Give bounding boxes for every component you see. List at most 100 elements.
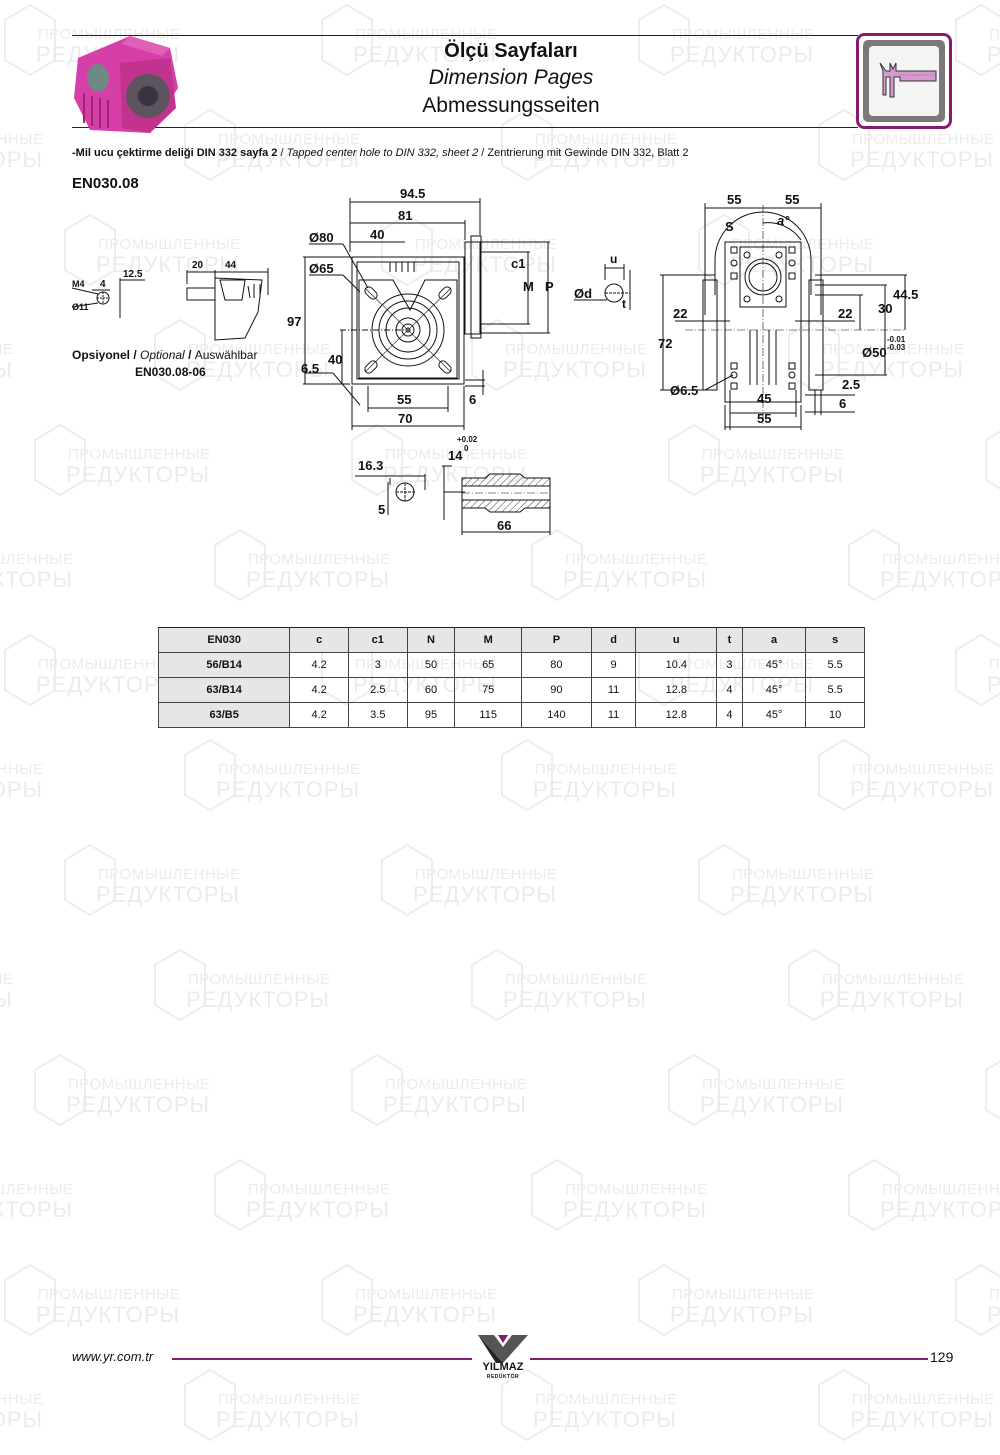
table-cell: 3 xyxy=(347,652,408,678)
svg-text:14: 14 xyxy=(448,448,463,463)
svg-text:+0.02: +0.02 xyxy=(457,435,478,444)
svg-text:22: 22 xyxy=(673,306,687,321)
model-code: EN030.08 xyxy=(72,175,139,192)
table-cell: 10.4 xyxy=(635,652,718,678)
table-cell: 12.8 xyxy=(635,702,718,728)
table-cell: 4 xyxy=(716,702,743,728)
table-cell: 4.2 xyxy=(289,702,349,728)
svg-text:81: 81 xyxy=(398,208,412,223)
column-header: c xyxy=(289,627,349,653)
svg-text:t: t xyxy=(622,297,626,311)
table-cell: 4.2 xyxy=(289,677,349,703)
column-header: M xyxy=(454,627,523,653)
column-header: EN030 xyxy=(157,627,291,653)
table-cell: 45° xyxy=(741,702,807,728)
svg-text:Ø65: Ø65 xyxy=(309,261,334,276)
row-header: 63/B14 xyxy=(157,677,291,703)
optional-code: EN030.08-06 xyxy=(135,365,206,379)
table-cell: 11 xyxy=(590,702,637,728)
note-de: Zentrierung mit Gewinde DIN 332, Blatt 2 xyxy=(487,147,689,159)
column-header: a xyxy=(741,627,807,653)
brand-subtitle: REDÜKTÖR xyxy=(486,1374,520,1380)
table-row: 63/B5 4.2 3.5 95 115 140 11 12.8 4 45° 1… xyxy=(157,702,865,728)
svg-text:M4: M4 xyxy=(72,279,85,289)
table-row: 56/B14 4.2 3 50 65 80 9 10.4 3 45° 5.5 xyxy=(157,652,865,678)
table-cell: 9 xyxy=(590,652,637,678)
table-cell: 80 xyxy=(521,652,592,678)
table-cell: 4 xyxy=(716,677,743,703)
note-separator: / xyxy=(478,147,488,159)
svg-text:Ød: Ød xyxy=(574,286,592,301)
website-link[interactable]: www.yr.com.tr xyxy=(72,1349,154,1364)
svg-text:Ø80: Ø80 xyxy=(309,230,334,245)
page-title-tr: Ölçü Sayfaları xyxy=(444,40,578,62)
svg-text:Ø50: Ø50 xyxy=(862,345,887,360)
column-header: s xyxy=(805,627,865,653)
table-cell: 3.5 xyxy=(347,702,408,728)
svg-text:4: 4 xyxy=(100,279,106,290)
svg-text:55: 55 xyxy=(397,392,411,407)
optional-label: Opsiyonel / Optional / Auswählbar xyxy=(72,348,257,362)
svg-text:97: 97 xyxy=(287,314,301,329)
table-cell: 5.5 xyxy=(805,652,865,678)
svg-text:M: M xyxy=(523,279,534,294)
svg-text:44.5: 44.5 xyxy=(893,287,918,302)
svg-text:40: 40 xyxy=(328,352,342,367)
table-cell: 45° xyxy=(741,677,807,703)
table-cell: 10 xyxy=(805,702,865,728)
svg-text:2.5: 2.5 xyxy=(842,377,860,392)
separator: / xyxy=(184,348,195,362)
table-cell: 95 xyxy=(406,702,456,728)
brand-name: YILMAZ xyxy=(482,1361,524,1373)
caliper-icon xyxy=(856,33,952,129)
svg-text:6.5: 6.5 xyxy=(301,361,319,376)
svg-text:20: 20 xyxy=(192,260,204,271)
svg-text:c1: c1 xyxy=(511,256,525,271)
table-cell: 60 xyxy=(406,677,456,703)
front-view-drawing: 94.5 81 40 Ø80 Ø65 97 40 6.5 55 70 6 c1 … xyxy=(285,180,575,430)
row-header: 63/B5 xyxy=(157,702,291,728)
row-header: 56/B14 xyxy=(157,652,291,678)
svg-text:u: u xyxy=(610,252,617,266)
svg-text:12.5: 12.5 xyxy=(123,269,143,280)
center-hole-note: -Mil ucu çektirme deliği DIN 332 sayfa 2… xyxy=(72,147,689,159)
note-en: Tapped center hole to DIN 332, sheet 2 xyxy=(286,147,479,159)
column-header: u xyxy=(635,627,718,653)
svg-text:30: 30 xyxy=(878,301,892,316)
note-tr: -Mil ucu çektirme deliği DIN 332 sayfa 2 xyxy=(72,147,278,159)
svg-text:72: 72 xyxy=(658,336,672,351)
optional-shaft-drawing: M4 4 12.5 Ø11 20 44 xyxy=(70,250,270,345)
table-cell: 75 xyxy=(454,677,523,703)
svg-text:45: 45 xyxy=(757,391,771,406)
svg-text:a°: a° xyxy=(777,213,790,228)
table-cell: 5.5 xyxy=(805,677,865,703)
footer-rule-right xyxy=(530,1358,928,1360)
optional-en: Optional xyxy=(140,348,185,362)
svg-text:Ø11: Ø11 xyxy=(72,302,89,312)
svg-text:44: 44 xyxy=(225,260,237,271)
